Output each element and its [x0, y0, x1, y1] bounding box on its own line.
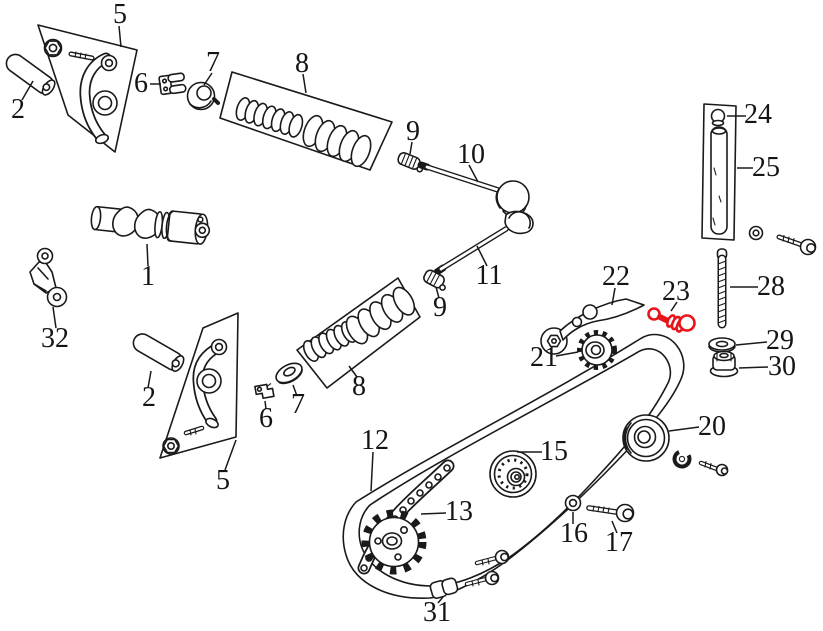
leader-line-31-30 [437, 596, 444, 604]
part-label-11-7: 11 [475, 260, 503, 291]
leader-line-8-4 [302, 73, 307, 94]
part-21-tensioner-sprocket [577, 330, 617, 370]
part-7-spring-retainer-top [186, 81, 220, 111]
leader-line-23-24 [670, 301, 678, 312]
leader-line-30-29 [738, 366, 769, 369]
part-label-28-27: 28 [757, 271, 785, 302]
leader-line-7-14 [292, 384, 298, 397]
part-label-24-25: 24 [744, 99, 772, 130]
part-label-16-19: 16 [560, 518, 588, 549]
part-label-31-30: 31 [423, 597, 451, 628]
leader-line-13-17 [420, 512, 447, 515]
part-cover-bolt-lower [464, 570, 500, 587]
part-label-30-29: 30 [768, 351, 796, 382]
part-label-20-21: 20 [698, 411, 726, 442]
part-label-7-3: 7 [206, 47, 220, 78]
part-label-10-6: 10 [457, 139, 485, 170]
leader-line-6-13 [264, 400, 267, 410]
part-label-2-11: 2 [142, 382, 156, 413]
part-label-9-8: 9 [433, 292, 447, 323]
part-lock-washer [672, 449, 692, 469]
panel-valve-springs-bottom [296, 277, 421, 389]
part-label-9-5: 9 [406, 116, 420, 147]
leader-line-9-8 [435, 286, 440, 299]
part-28-stud [716, 248, 728, 329]
part-label-21-22: 21 [530, 342, 558, 373]
part-32-cam-bracket [29, 247, 68, 308]
part-label-17-20: 17 [605, 527, 633, 558]
part-17-bolt [586, 503, 635, 523]
part-25-pushrod [710, 126, 728, 235]
leader-line-9-5 [409, 141, 413, 155]
part-2-rocker-shaft-top [5, 53, 56, 96]
part-label-12-16: 12 [361, 425, 389, 456]
part-label-22-23: 22 [602, 261, 630, 292]
leader-line-32-10 [52, 306, 57, 329]
part-23-tensioner-spring-bolt-highlighted [647, 307, 696, 333]
part-label-29-28: 29 [766, 325, 794, 356]
part-8-valve-springs-top [235, 97, 372, 168]
part-8-valve-springs-bottom [302, 286, 416, 362]
part-roller-bolt [698, 460, 729, 477]
panel-rocker-assembly-top [37, 24, 138, 153]
panel-pushrod [701, 103, 737, 241]
leader-line-1-9 [146, 243, 149, 267]
leader-line-5-12 [224, 439, 237, 471]
part-label-6-13: 6 [259, 403, 273, 434]
part-9-stem-seal-bottom [423, 269, 446, 291]
part-small-washer [748, 225, 764, 241]
part-16-washer [564, 494, 582, 512]
part-label-13-17: 13 [445, 496, 473, 527]
part-label-25-26: 25 [752, 152, 780, 183]
leader-line-5-0 [118, 25, 122, 48]
part-6-valve-cotters-bottom [254, 383, 275, 400]
part-24-cap [710, 108, 726, 127]
part-flange-bolt [776, 234, 817, 256]
part-label-1-9: 1 [141, 261, 155, 292]
leader-line-21-22 [555, 351, 579, 357]
part-1-camshaft [90, 205, 211, 245]
part-10-intake-valve [417, 161, 530, 217]
part-label-32-10: 32 [41, 323, 69, 354]
part-15-cam-sprocket [489, 450, 537, 498]
part-label-5-12: 5 [216, 465, 230, 496]
part-label-15-18: 15 [540, 436, 568, 467]
panel-valve-springs-top [219, 71, 393, 171]
leader-line-11-7 [476, 245, 488, 267]
part-22-tensioner-arm [540, 298, 645, 355]
leader-line-2-11 [147, 370, 152, 389]
part-label-8-15: 8 [352, 371, 366, 402]
part-label-23-24: 23 [662, 276, 690, 307]
part-7-spring-retainer-bottom [275, 362, 303, 385]
part-30-flange-nut [709, 350, 739, 378]
part-2-rocker-shaft-bottom [132, 333, 185, 372]
part-rocker-arm-top [43, 38, 118, 145]
part-rocker-arm-bottom [162, 338, 228, 455]
leader-line-2-1 [21, 80, 34, 101]
leader-line-7-3 [203, 72, 213, 86]
leader-line-10-6 [468, 164, 479, 183]
part-label-7-14: 7 [291, 389, 305, 420]
part-11-exhaust-valve [433, 210, 534, 276]
part-20-chain-roller [622, 414, 670, 462]
part-29-washer [708, 337, 736, 353]
leader-line-29-28 [735, 341, 768, 346]
part-label-5-0: 5 [113, 0, 127, 30]
part-13-timing-sprocket [361, 509, 427, 575]
part-cover-bolt-upper [474, 549, 510, 566]
leader-lines-layer [21, 25, 769, 604]
leader-line-20-21 [668, 426, 700, 432]
leader-line-22-23 [611, 287, 616, 306]
leader-line-17-20 [611, 520, 618, 534]
part-label-6-2: 6 [134, 68, 148, 99]
part-label-8-4: 8 [295, 48, 309, 79]
part-6-valve-cotters-top [158, 72, 187, 96]
part-31-dowel-cap [429, 577, 459, 600]
leader-line-8-15 [348, 365, 358, 378]
panel-rocker-assembly-bottom [159, 312, 239, 459]
leader-line-12-16 [370, 451, 374, 492]
part-label-2-1: 2 [11, 94, 25, 125]
